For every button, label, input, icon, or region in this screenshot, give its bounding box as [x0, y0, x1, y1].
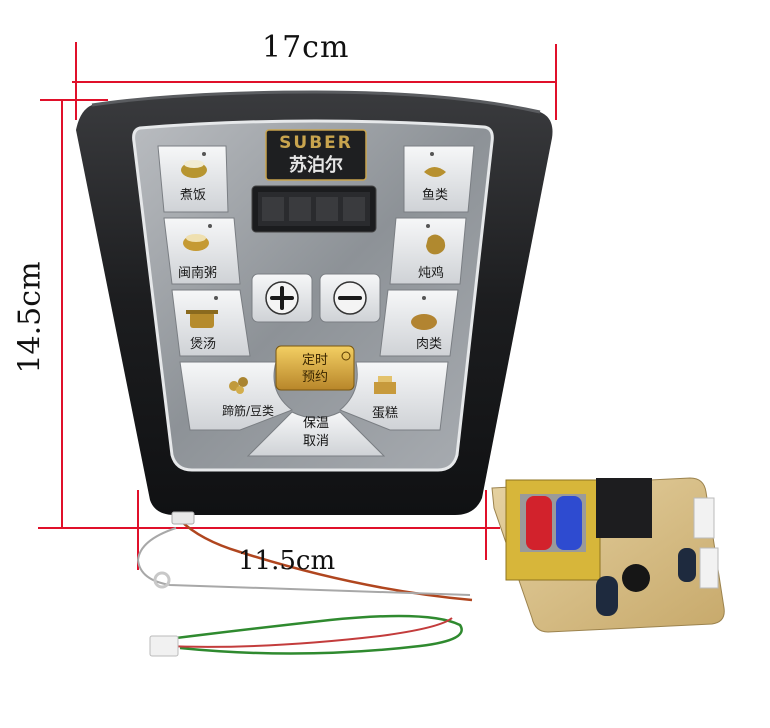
- height-dimension-label: 14.5cm: [12, 261, 48, 374]
- minus-icon: [333, 281, 367, 315]
- brand-logo-en: SUBER: [279, 133, 353, 153]
- plus-icon: [265, 281, 299, 315]
- sensor-clip: [171, 511, 195, 525]
- fish-button[interactable]: 鱼类: [422, 188, 449, 203]
- chicken-icon: [426, 234, 446, 255]
- relay: [596, 478, 652, 538]
- pcb-connector: [693, 497, 715, 539]
- porridge-icon: [183, 234, 209, 251]
- fish-icon: [424, 167, 446, 177]
- cake-icon: [374, 376, 396, 394]
- cake-button[interactable]: 蛋糕: [372, 406, 399, 421]
- keep-warm-label: 保温: [302, 416, 329, 431]
- left-buttons: [157, 145, 294, 431]
- ring-terminal: [153, 571, 171, 589]
- connector-plug: [149, 635, 179, 657]
- pcb-dimension-label: 11.5cm: [238, 546, 336, 576]
- keep-warm-button-shape: [246, 411, 386, 457]
- right-buttons: [339, 145, 475, 431]
- stew-chicken-button[interactable]: 炖鸡: [418, 266, 445, 281]
- brand-logo-cn: 苏泊尔: [289, 155, 343, 176]
- capacitor-right: [678, 548, 696, 582]
- meat-icon: [411, 314, 437, 330]
- width-dimension-label: 17cm: [262, 30, 350, 65]
- timer-preset-button[interactable]: 定时 预约: [279, 352, 351, 386]
- wires: [136, 519, 473, 655]
- brand-logo: SUBER 苏泊尔: [266, 133, 366, 177]
- keep-warm-cancel-button[interactable]: 保温 取消: [290, 415, 342, 451]
- buzzer: [622, 564, 650, 592]
- soup-button[interactable]: 煲汤: [190, 337, 217, 352]
- minnan-porridge-button[interactable]: 闽南粥: [178, 266, 218, 281]
- timer-label: 定时: [301, 353, 328, 368]
- preset-label: 预约: [301, 370, 328, 385]
- trotters-beans-button[interactable]: 蹄筋/豆类: [222, 404, 275, 418]
- soup-pot-icon: [186, 310, 218, 328]
- cook-rice-button[interactable]: 煮饭: [180, 188, 207, 203]
- beans-icon: [229, 377, 248, 394]
- rice-bowl-icon: [181, 160, 207, 178]
- meat-button[interactable]: 肉类: [416, 337, 443, 352]
- cancel-label: 取消: [302, 434, 329, 449]
- dimension-lines: [38, 42, 557, 570]
- clock-icon: [341, 351, 351, 361]
- timer-button-shape: [275, 345, 355, 391]
- capacitor-left: [596, 576, 618, 616]
